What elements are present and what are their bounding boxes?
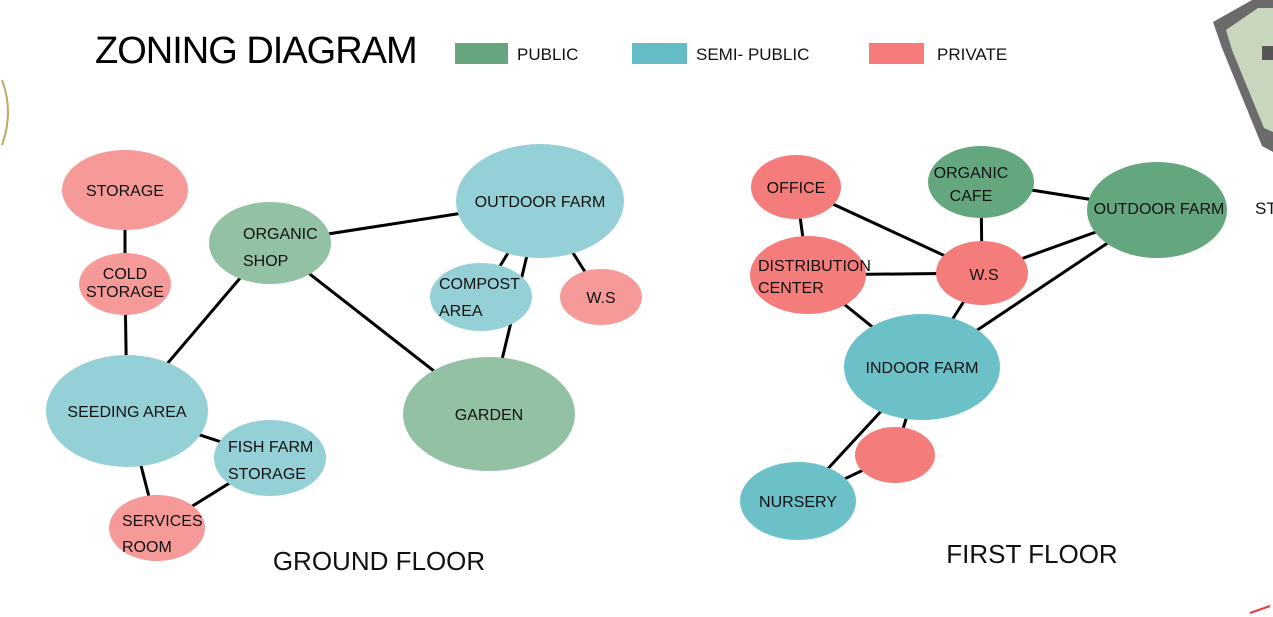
ground-floor-zone-ws: W.S (560, 269, 642, 325)
cropped-building-sketch (1213, 0, 1273, 152)
legend-label-private: PRIVATE (937, 45, 1007, 64)
ground-floor-zone-label-cold-storage: COLD (103, 266, 147, 283)
ground-floor-zone-label-fish-farm-storage: STORAGE (228, 466, 306, 483)
ground-floor-zone-bubble-ws (560, 269, 642, 325)
ground-floor-zone-garden: GARDEN (403, 357, 575, 471)
first-floor-zone-bubble-ws-1f (936, 241, 1028, 305)
first-floor-zone-label-indoor-farm: INDOOR FARM (866, 360, 979, 377)
cropped-edge-text: ST (1255, 199, 1273, 218)
ground-floor-zone-label-ws: W.S (586, 290, 615, 307)
ground-floor-zone-label-compost-area: COMPOST (439, 276, 520, 293)
ground-floor-zone-label-organic-shop: ORGANIC (243, 226, 318, 243)
ground-floor-title: GROUND FLOOR (273, 546, 485, 576)
ground-floor-zone-label-fish-farm-storage: FISH FARM (228, 439, 313, 456)
ground-floor-zone-bubble-storage (62, 150, 188, 230)
cropped-decoration-arc (1, 79, 9, 146)
first-floor-zone-nursery: NURSERY (740, 462, 856, 540)
first-floor-zone-outdoor-farm-1f: OUTDOOR FARM (1087, 162, 1227, 258)
ground-floor-zone-bubble-cold-storage (79, 253, 171, 315)
ground-floor-zone-label-services-room: SERVICES (122, 513, 203, 530)
first-floor-zone-bubble-organic-cafe (928, 146, 1034, 218)
first-floor-zone-label-outdoor-farm-1f: OUTDOOR FARM (1094, 201, 1225, 218)
first-floor-zone-indoor-farm: INDOOR FARM (844, 314, 1000, 420)
ground-floor-zone-compost-area: COMPOST AREA (430, 263, 532, 331)
first-floor-zone-bubble-office (751, 155, 841, 219)
ground-floor-zone-label-compost-area: AREA (439, 303, 483, 320)
first-floor-zone-office: OFFICE (751, 155, 841, 219)
first-floor-zone-label-distribution-center: DISTRIBUTION (758, 258, 871, 275)
ground-floor-zone-bubble-fish-farm-storage (214, 420, 326, 496)
legend-swatch-public (455, 43, 508, 64)
first-floor-zone-label-organic-cafe: CAFE (950, 188, 993, 205)
ground-floor-zone-bubble-garden (403, 357, 575, 471)
legend: PUBLIC SEMI- PUBLIC PRIVATE (455, 43, 1007, 64)
ground-floor-zone-label-storage: STORAGE (86, 183, 164, 200)
first-floor-zone-organic-cafe: ORGANIC CAFE (928, 146, 1034, 218)
first-floor-zone-label-distribution-center: CENTER (758, 280, 824, 297)
first-floor-zone-label-ws-1f: W.S (969, 267, 998, 284)
first-floor-zone-bubble-distribution-center (750, 236, 866, 314)
ground-floor-zone-services-room: SERVICES ROOM (109, 495, 205, 561)
first-floor-title: FIRST FLOOR (946, 539, 1117, 569)
ground-floor-zone-label-seeding-area: SEEDING AREA (67, 404, 186, 421)
first-floor-zone-ws-1f: W.S (936, 241, 1028, 305)
cropped-red-mark (1249, 605, 1271, 614)
ground-floor-zone-storage: STORAGE (62, 150, 188, 230)
first-floor-zone-label-office: OFFICE (767, 180, 826, 197)
ground-floor-zone-label-cold-storage: STORAGE (86, 284, 164, 301)
legend-swatch-private (869, 43, 924, 64)
ground-floor-zone-label-outdoor-farm: OUTDOOR FARM (475, 194, 606, 211)
ground-floor-zone-fish-farm-storage: FISH FARM STORAGE (214, 420, 326, 496)
legend-label-semi-public: SEMI- PUBLIC (696, 45, 809, 64)
first-floor-zones: OFFICE ORGANIC CAFE OUTDOOR FARM DISTRIBUTIO… (740, 146, 1227, 540)
ground-floor-zone-bubble-compost-area (430, 263, 532, 331)
ground-floor-zone-bubble-seeding-area (46, 355, 208, 467)
legend-swatch-semi-public (632, 43, 687, 64)
first-floor-zone-distribution-center: DISTRIBUTION CENTER (750, 236, 871, 314)
ground-floor-zone-label-organic-shop: SHOP (243, 253, 288, 270)
ground-floor-zone-seeding-area: SEEDING AREA (46, 355, 208, 467)
first-floor-zone-label-organic-cafe: ORGANIC (934, 165, 1009, 182)
ground-floor-zone-organic-shop: ORGANIC SHOP (209, 202, 331, 284)
first-floor-zone-bubble-outdoor-farm-1f (1087, 162, 1227, 258)
first-floor-zone-bubble-indoor-farm (844, 314, 1000, 420)
first-floor-zone-label-nursery: NURSERY (759, 494, 837, 511)
ground-floor-zone-label-services-room: ROOM (122, 539, 172, 556)
ground-floor-zone-outdoor-farm: OUTDOOR FARM (456, 144, 624, 258)
first-floor-zone-unlabeled-private (855, 427, 935, 483)
ground-floor-zone-bubble-organic-shop (209, 202, 331, 284)
ground-floor-zone-label-garden: GARDEN (455, 407, 523, 424)
diagram-title: ZONING DIAGRAM (95, 30, 417, 72)
ground-floor-zone-bubble-services-room (109, 495, 205, 561)
first-floor-zone-bubble-nursery (740, 462, 856, 540)
ground-floor-zone-bubble-outdoor-farm (456, 144, 624, 258)
first-floor-zone-bubble-unlabeled-private (855, 427, 935, 483)
legend-label-public: PUBLIC (517, 45, 578, 64)
